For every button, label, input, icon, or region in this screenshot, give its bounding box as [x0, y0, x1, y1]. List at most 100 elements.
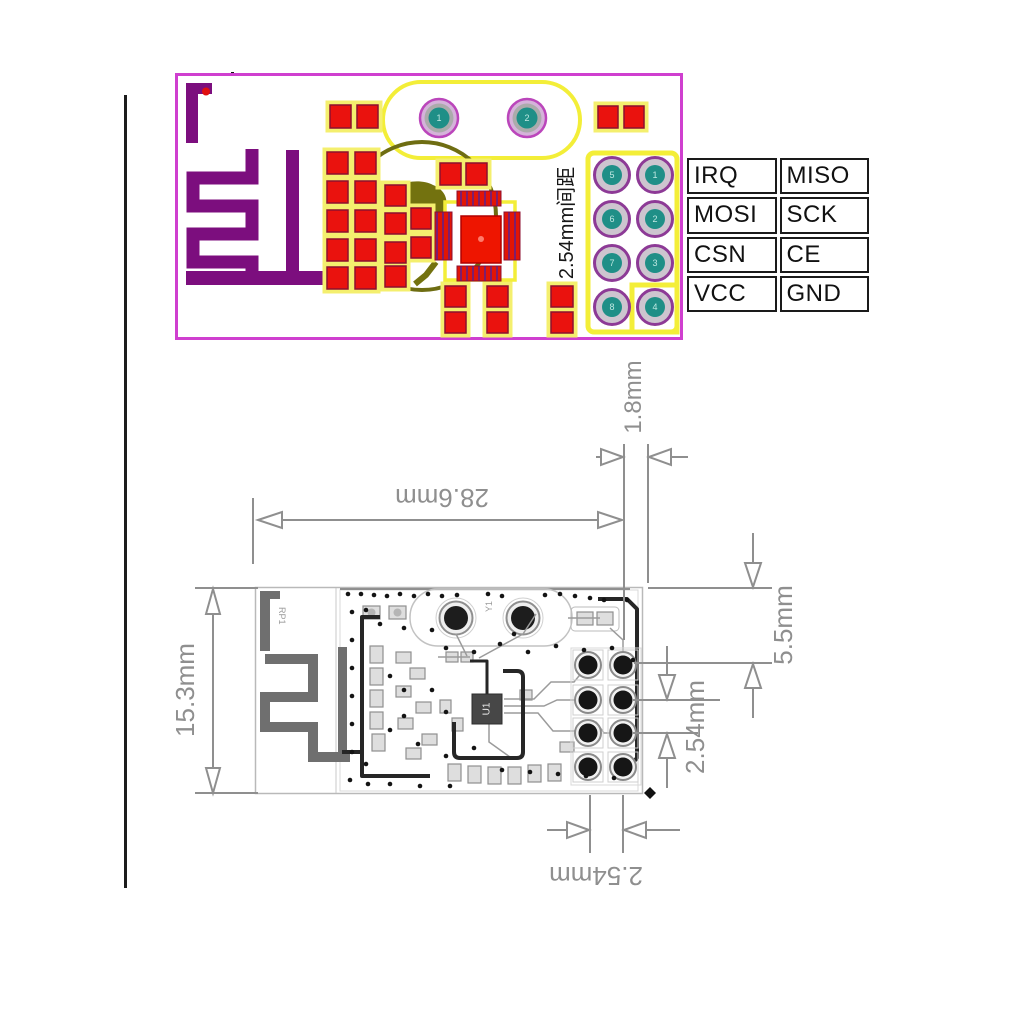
red-pad [354, 180, 377, 204]
passive-component [395, 651, 412, 664]
pad-square-outline [607, 649, 639, 681]
dimension-labels: 15.3mm 28.6mm 1.8mm 5.5mm 2.54mm 2.54mm [170, 360, 798, 891]
via [447, 783, 453, 789]
red-pad [384, 184, 407, 207]
red-pad [597, 105, 619, 129]
red-pad [550, 285, 574, 308]
drawing-pad-core [578, 757, 598, 777]
drawing-pad-core [578, 655, 598, 675]
pin-cell-irq: IRQ [687, 158, 777, 195]
hole-plated-center [428, 107, 450, 129]
passive-component [369, 667, 384, 686]
via [349, 665, 355, 671]
pin-cell-gnd: GND [779, 275, 869, 312]
component-body [393, 608, 402, 617]
passive-component [421, 733, 438, 746]
via [527, 769, 533, 775]
via [371, 592, 377, 598]
antenna-ref-label: RP1 [277, 607, 287, 625]
left-vertical-line [124, 95, 127, 888]
via [401, 625, 407, 631]
dimension-annotations [195, 444, 772, 853]
pin-cell-mosi: MOSI [687, 197, 777, 234]
via [349, 721, 355, 727]
red-pad [326, 209, 349, 233]
ic-pad-strip-bottom [456, 265, 502, 282]
via [497, 641, 503, 647]
via [387, 781, 393, 787]
via [377, 621, 383, 627]
pitch-label: 2.54mm间距 [555, 167, 578, 279]
connector-pad-number: 2 [652, 214, 657, 224]
passive-component [369, 645, 384, 664]
via [349, 609, 355, 615]
via [429, 687, 435, 693]
origin-marker [644, 787, 656, 799]
passive-component [409, 667, 426, 680]
drawing-pad-core [613, 690, 633, 710]
drawing-connector-pads [570, 647, 642, 786]
antenna-red-dot [202, 87, 210, 96]
via [363, 761, 369, 767]
via [425, 591, 431, 597]
signal-trace [488, 724, 511, 758]
via [387, 727, 393, 733]
pad-square-outline [572, 649, 604, 681]
connector-pad-number: 3 [652, 258, 657, 268]
via [415, 741, 421, 747]
drawing-hole-core [444, 606, 468, 630]
via [363, 607, 369, 613]
red-pad [326, 180, 349, 204]
via [454, 592, 460, 598]
connector-pad-center [602, 297, 622, 317]
connector-pad-number: 4 [652, 302, 657, 312]
via [525, 649, 531, 655]
red-pad [326, 266, 349, 290]
passive-component [519, 689, 533, 701]
connector-pad-number: 7 [609, 258, 614, 268]
red-pad [384, 212, 407, 235]
power-trace [470, 659, 489, 694]
via [384, 593, 390, 599]
connector-pad-number: 1 [652, 170, 657, 180]
via [601, 597, 607, 603]
connector-block-outline [570, 647, 642, 786]
passive-component [369, 689, 384, 708]
drawing-pad-core [613, 723, 633, 743]
red-pad [486, 285, 509, 308]
connector-pad-center [645, 253, 665, 273]
mount-stadium-outline [381, 80, 582, 160]
red-pad [410, 236, 432, 259]
via [417, 783, 423, 789]
drawing-pad-core [578, 723, 598, 743]
via [443, 709, 449, 715]
via [499, 593, 505, 599]
drawing-pad-core [613, 655, 633, 675]
via [485, 591, 491, 597]
red-pad [329, 104, 352, 129]
signal-trace [455, 633, 468, 657]
pin-cell-miso: MISO [779, 158, 869, 195]
passive-component [371, 733, 386, 752]
via [499, 767, 505, 773]
red-pad [354, 151, 377, 175]
dim-board-length: 28.6mm [395, 483, 489, 513]
via [611, 775, 617, 781]
power-trace [360, 615, 430, 778]
via [349, 693, 355, 699]
passive-component [507, 766, 522, 785]
via [387, 673, 393, 679]
drawing-hole-halo [502, 597, 544, 639]
connector-pad-center [645, 165, 665, 185]
pinout-table: IRQ MISO MOSI SCK CSN CE VCC GND [687, 158, 869, 312]
red-pad [439, 162, 462, 186]
red-pad [486, 311, 509, 334]
dim-pad-edge-offset: 1.8mm [620, 360, 647, 433]
pad-square-outline [607, 751, 639, 783]
passive-component [467, 765, 482, 784]
hole-number: 2 [524, 113, 529, 123]
